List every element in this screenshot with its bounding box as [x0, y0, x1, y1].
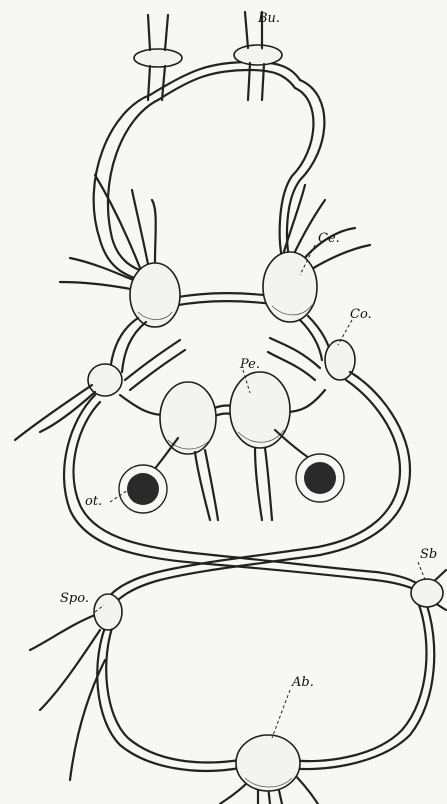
pleural-ganglion-left	[88, 364, 122, 396]
labels: Bu. Ce. Co. Pe. ot. Sb Spo. Ab.	[60, 11, 437, 690]
buccal-ganglion-right	[234, 45, 282, 65]
label-abdominal: Ab.	[291, 675, 314, 690]
visceral-loop	[15, 372, 425, 610]
label-connective: Co.	[350, 307, 372, 322]
statolith-left	[127, 473, 159, 505]
label-otocyst: ot.	[85, 494, 102, 509]
cerebral-complex	[130, 252, 317, 327]
label-pedal: Pe.	[239, 357, 260, 372]
pedal-ganglion-left	[160, 382, 216, 454]
label-subintestinal: Spo.	[60, 591, 89, 606]
pleural-ganglion-right	[325, 340, 355, 380]
visceral-ganglia	[94, 579, 443, 791]
subintestinal-ganglion	[94, 594, 122, 630]
label-cerebral: Ce.	[318, 231, 340, 246]
label-buccal: Bu.	[257, 11, 280, 26]
pedal-complex	[150, 372, 312, 520]
label-supraintestinal: Sb	[420, 547, 437, 562]
connectives	[110, 316, 332, 418]
statolith-right	[304, 462, 336, 494]
buccal-ganglion-left	[134, 49, 182, 67]
supraintestinal-ganglion	[411, 579, 443, 607]
cerebral-ganglion-right	[263, 252, 317, 322]
statocysts	[119, 454, 344, 513]
abdominal-ganglion	[236, 735, 300, 791]
